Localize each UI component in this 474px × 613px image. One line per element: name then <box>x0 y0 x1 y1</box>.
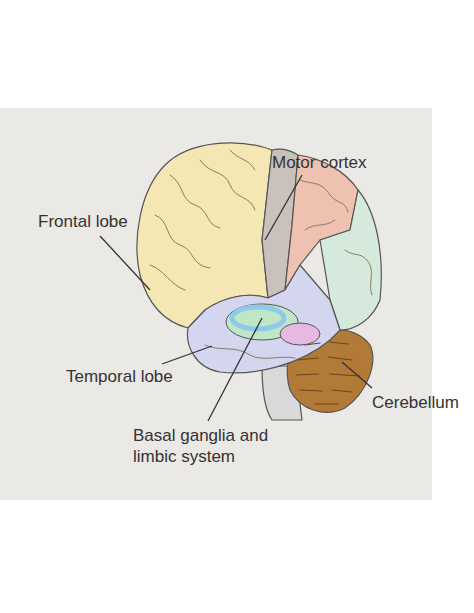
region-label: Temporal lobe <box>66 366 173 387</box>
region-label: Basal ganglia and limbic system <box>133 425 285 467</box>
gyrus-line <box>205 345 295 358</box>
gyrus-line <box>305 220 335 230</box>
leader-line <box>208 318 262 421</box>
folium-mark <box>332 390 352 392</box>
temporal-lobe-region <box>187 265 340 373</box>
folium-mark <box>328 357 352 360</box>
gyrus-line <box>230 150 255 170</box>
folium-mark <box>315 403 338 404</box>
folium-mark <box>296 374 318 375</box>
basal-ganglia <box>226 304 320 345</box>
gyrus-line <box>300 180 348 212</box>
cerebellum-folia <box>296 342 360 404</box>
gyri <box>150 150 372 358</box>
folium-mark <box>298 358 318 360</box>
photo-ground <box>0 108 432 500</box>
leader-line <box>265 175 302 240</box>
leader-line <box>162 346 212 364</box>
region-label: Motor cortex <box>272 152 366 173</box>
folium-mark <box>330 342 348 344</box>
brain <box>137 143 381 420</box>
leader-line <box>342 362 372 388</box>
region-label: Frontal lobe <box>38 211 128 232</box>
thalamus-region <box>280 323 320 345</box>
folium-mark <box>300 390 322 391</box>
region-label: Cerebellum <box>372 392 459 413</box>
gyrus-line <box>150 265 185 290</box>
gyrus-line <box>200 160 255 210</box>
gyrus-line <box>155 215 210 268</box>
gyrus-line <box>345 250 372 295</box>
gyrus-line <box>170 175 220 228</box>
leader-line <box>100 236 150 290</box>
